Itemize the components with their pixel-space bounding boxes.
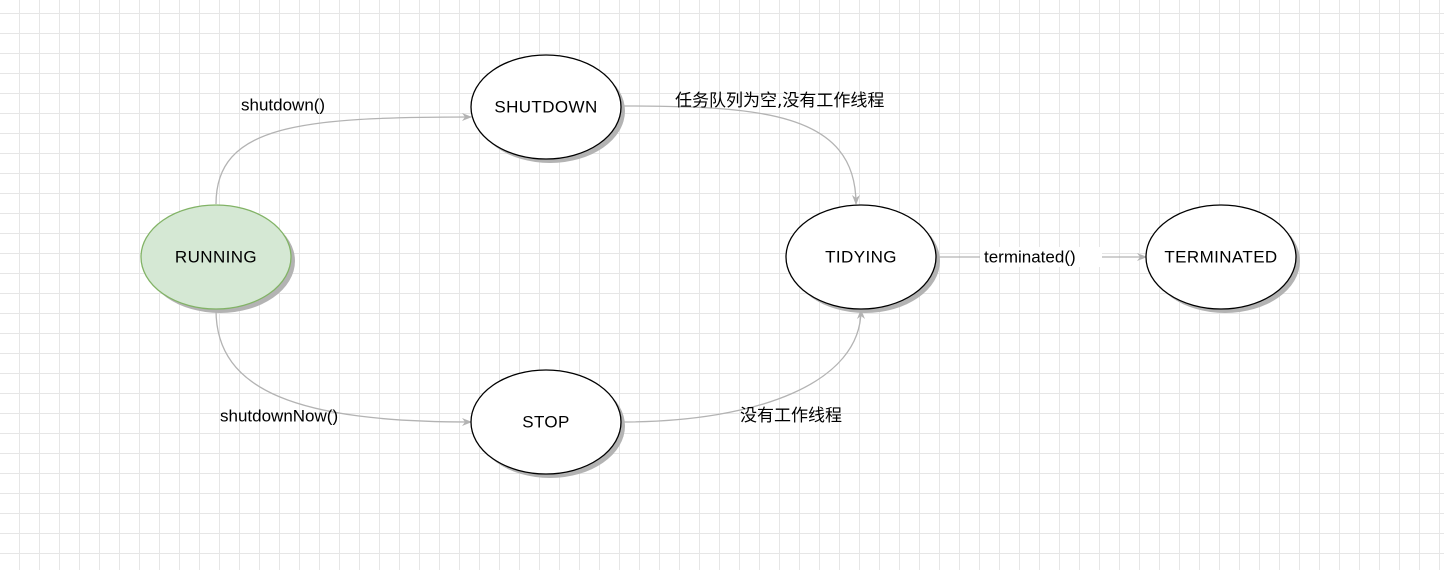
node-running-shape [140, 204, 292, 310]
node-tidying-label: TIDYING [825, 248, 897, 267]
node-terminated[interactable]: TERMINATED [1145, 204, 1300, 313]
edge-label-queue-empty-no-workers: 任务队列为空,没有工作线程 [675, 91, 884, 111]
node-running-label: RUNNING [175, 248, 257, 267]
node-running[interactable]: RUNNING [140, 204, 295, 313]
edge-label-terminated: terminated() [984, 248, 1076, 267]
edge-label-no-workers: 没有工作线程 [740, 406, 842, 426]
edge-running-to-stop[interactable] [215, 309, 472, 426]
node-tidying-shape [785, 204, 937, 310]
edge-shutdown-to-tidying[interactable] [620, 105, 860, 205]
node-stop-label: STOP [522, 413, 570, 432]
node-stop[interactable]: STOP [470, 369, 625, 478]
node-terminated-label: TERMINATED [1164, 248, 1277, 267]
node-stop-shape [470, 369, 622, 475]
node-terminated-shape [1145, 204, 1297, 310]
node-shutdown[interactable]: SHUTDOWN [470, 54, 625, 163]
edge-running-to-shutdown[interactable] [215, 113, 472, 205]
edge-stop-to-tidying[interactable] [620, 309, 865, 423]
node-tidying[interactable]: TIDYING [785, 204, 940, 313]
node-shutdown-shape [470, 54, 622, 160]
node-shutdown-label: SHUTDOWN [494, 98, 597, 117]
edge-label-shutdown: shutdown() [241, 96, 325, 115]
edge-label-shutdown-now: shutdownNow() [220, 407, 338, 426]
edge-label-terminated-background [980, 247, 1102, 267]
